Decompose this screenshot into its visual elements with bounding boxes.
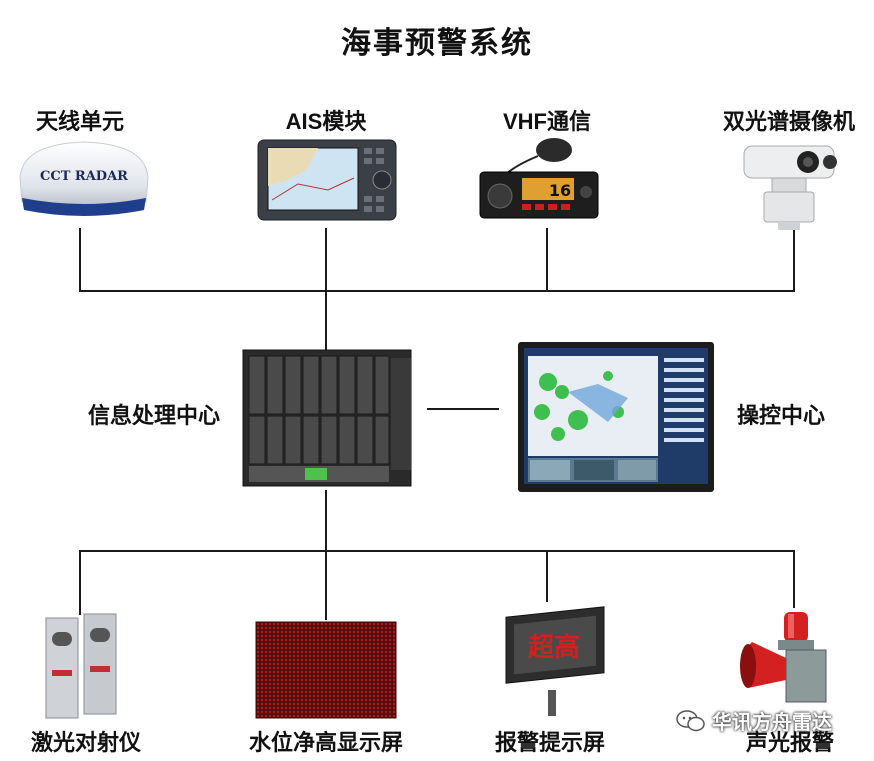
connector-processing-control — [427, 408, 499, 410]
control-monitor-image — [518, 342, 714, 492]
laser-detector-image — [45, 613, 117, 719]
connector-bottom-bus — [79, 550, 795, 552]
connector-vhf — [546, 228, 548, 291]
label-laser-detector: 激光对射仪 — [30, 730, 141, 756]
vhf-channel-text: 16 — [549, 181, 571, 200]
watermark: 华讯方舟雷达 — [676, 706, 832, 735]
label-control-center: 操控中心 — [736, 403, 825, 429]
label-water-level-display: 水位净高显示屏 — [248, 730, 403, 756]
connector-top-bus — [79, 290, 795, 292]
radar-brand-text: CCT RADAR — [40, 169, 128, 184]
vhf-radio-image: 16 — [479, 138, 599, 219]
label-camera: 双光谱摄像机 — [722, 109, 855, 135]
radar-dome-image: CCT RADAR — [19, 141, 149, 216]
label-vhf: VHF通信 — [502, 109, 591, 134]
billboard-text: 超高 — [528, 632, 580, 663]
connector-processing-down — [325, 490, 327, 552]
server-rack-image — [242, 349, 412, 487]
connector-ais — [325, 228, 327, 353]
label-processing-center: 信息处理中心 — [87, 403, 220, 429]
label-antenna: 天线单元 — [35, 109, 124, 135]
connector-antenna — [79, 228, 81, 291]
siren-image — [740, 612, 827, 703]
connector-siren — [793, 550, 795, 608]
connector-camera — [793, 228, 795, 291]
label-ais: AIS模块 — [285, 109, 367, 134]
diagram-title: 海事预警系统 — [341, 26, 533, 61]
water-level-display-image — [255, 621, 397, 719]
ais-device-image — [257, 139, 397, 221]
connector-water-display — [325, 550, 327, 620]
connector-alert-display — [546, 550, 548, 602]
wechat-icon — [676, 709, 705, 731]
watermark-brand: 华讯方舟雷达 — [712, 710, 832, 734]
label-alert-display: 报警提示屏 — [494, 730, 605, 756]
alert-billboard-image: 超高 — [505, 606, 605, 716]
label-siren: 声光报警 — [745, 730, 834, 756]
connector-laser — [79, 550, 81, 615]
dual-spectrum-camera-image — [743, 145, 837, 230]
